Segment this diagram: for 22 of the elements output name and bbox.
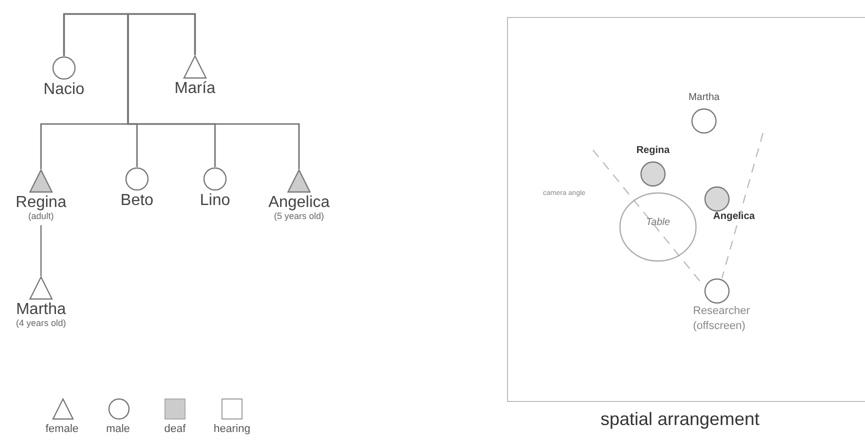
person-name: Regina [636, 146, 670, 156]
person-name: Martha [688, 93, 720, 104]
person-name: Lino [200, 193, 230, 210]
kinship-line [40, 225, 42, 276]
legend-label: female [44, 424, 80, 436]
person-name: Angelica [713, 212, 755, 222]
legend-label: hearing [212, 424, 252, 436]
person-name: Angelica [268, 195, 330, 212]
age-note: (4 years old) [16, 318, 66, 328]
age-note: (adult) [28, 212, 54, 222]
table-label: Table [646, 218, 670, 228]
panel-caption: spatial arrangement [599, 410, 761, 429]
legend-label: male [105, 424, 131, 436]
person-name: Regina [16, 195, 66, 212]
age-note: (5 years old) [274, 212, 324, 222]
person-name: Nacio [44, 82, 84, 99]
person-name: Researcher (offscreen) [693, 304, 751, 334]
person-name: Beto [120, 193, 154, 210]
kinship-line [127, 13, 300, 169]
person-name: María [174, 81, 216, 98]
person-name: Martha [16, 302, 66, 319]
legend-label: deaf [163, 424, 187, 436]
